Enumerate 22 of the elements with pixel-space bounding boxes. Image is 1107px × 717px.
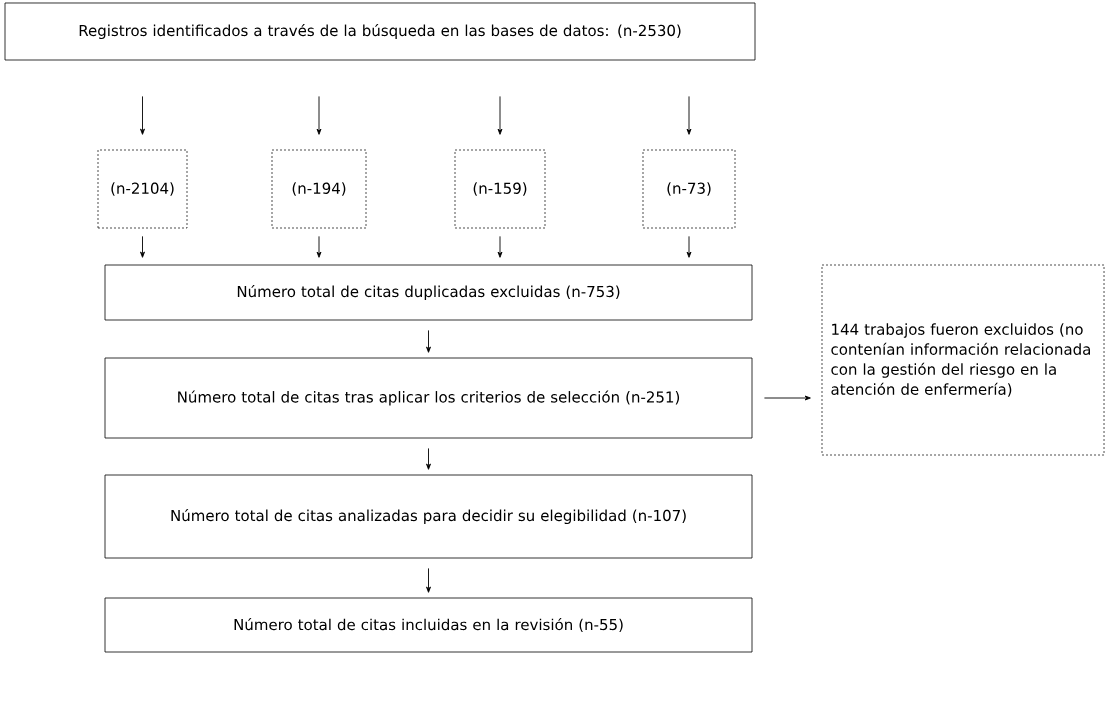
dashed-box: (n-159) <box>454 149 546 229</box>
arrow <box>686 235 692 258</box>
arrow <box>316 235 322 258</box>
dashed-box: (n-2104) <box>97 149 188 229</box>
arrow <box>426 329 431 353</box>
dashed-box: 144 trabajos fueron excluidos (no contenían información relacionada con la gestión del riesgo en la atención de enfermería) <box>821 264 1105 456</box>
arrow <box>763 395 811 401</box>
process-box: Número total de citas analizadas para decidir su elegibilidad (n-107) <box>104 474 753 559</box>
arrow <box>140 235 145 258</box>
arrow <box>426 567 431 593</box>
process-box: Número total de citas incluidas en la revisión (n-55) <box>104 597 753 653</box>
process-box: Registros identificados a través de la búsqueda en las bases de datos: (n-2530) <box>4 2 756 61</box>
arrow <box>426 447 431 470</box>
arrow <box>316 95 322 135</box>
dashed-box: (n-194) <box>271 149 367 229</box>
process-box: Número total de citas tras aplicar los criterios de selección (n-251) <box>104 357 753 439</box>
arrow <box>686 95 692 135</box>
arrow <box>497 95 503 135</box>
process-box: Número total de citas duplicadas excluidas (n-753) <box>104 264 753 321</box>
arrow <box>140 95 145 135</box>
dashed-box: (n-73) <box>642 149 736 229</box>
arrow <box>497 235 503 258</box>
